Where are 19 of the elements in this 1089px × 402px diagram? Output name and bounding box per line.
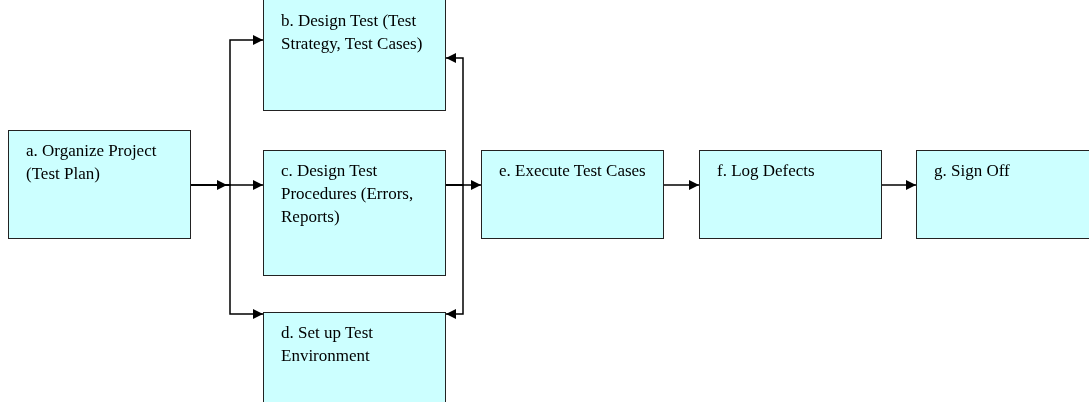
step-label: b. Design Test (Test Strategy, Test Cases): [281, 10, 424, 55]
arrow: [881, 180, 917, 190]
arrow: [190, 184, 264, 319]
step-label: a. Organize Project (Test Plan): [26, 140, 158, 185]
step-label: d. Set up Test Environment: [281, 322, 374, 367]
process-box: [481, 150, 664, 239]
process-box: [916, 150, 1089, 239]
step-label: e. Execute Test Cases: [499, 160, 646, 182]
step-label: c. Design Test Procedures (Errors, Reports): [281, 160, 415, 228]
arrow: [663, 180, 700, 190]
process-box: [263, 150, 446, 276]
process-box: [263, 0, 446, 111]
process-box: [263, 312, 446, 402]
step-label: f. Log Defects: [717, 160, 815, 182]
process-box: [8, 130, 191, 239]
process-box: [699, 150, 882, 239]
arrow: [445, 184, 464, 319]
arrow: [445, 53, 464, 186]
step-label: g. Sign Off: [934, 160, 1010, 182]
